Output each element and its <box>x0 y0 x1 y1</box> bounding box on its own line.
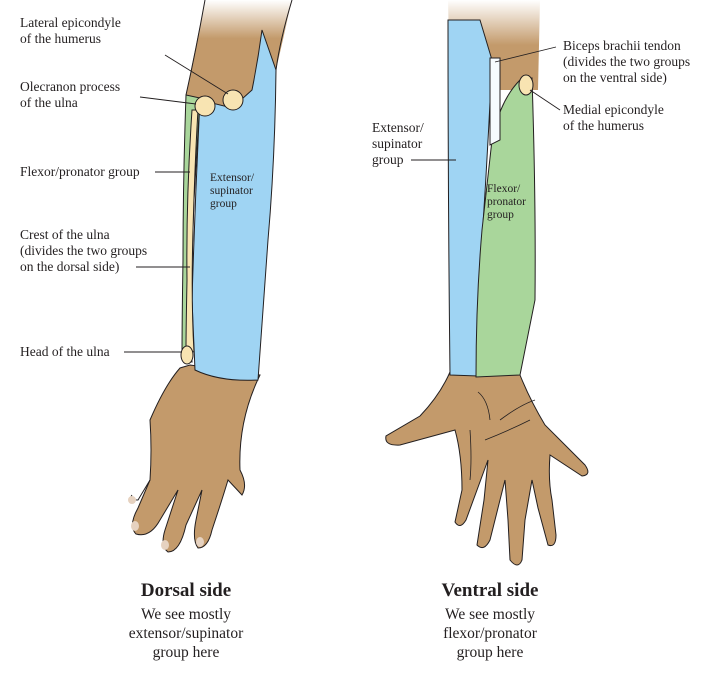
label-medial-epicondyle: Medial epicondyle of the humerus <box>563 102 664 133</box>
olecranon <box>194 95 216 117</box>
label-head-of-ulna: Head of the ulna <box>20 344 110 359</box>
label-lateral-epicondyle: Lateral epicondyle of the humerus <box>20 15 121 46</box>
lateral-epicondyle <box>222 89 244 111</box>
label-flexor-inside: Flexor/ pronator group <box>487 183 526 221</box>
biceps-tendon <box>489 57 501 146</box>
label-extensor-supinator-group: Extensor/ supinator group <box>372 120 424 167</box>
dorsal-subtitle: We see mostly extensor/supinator group h… <box>128 606 244 661</box>
dorsal-hand <box>132 364 261 553</box>
label-crest-of-ulna: Crest of the ulna (divides the two group… <box>20 227 148 274</box>
dorsal-arm <box>128 0 293 553</box>
ventral-subtitle: We see mostly flexor/pronator group here <box>443 606 537 661</box>
ventral-arm <box>385 0 589 566</box>
label-extensor-inside: Extensor/ supinator group <box>210 172 255 210</box>
ventral-flexor-group <box>475 77 536 378</box>
leader-lines <box>124 46 561 353</box>
medial-epicondyle <box>518 74 534 96</box>
ventral-hand <box>385 371 589 566</box>
dorsal-ulna-crest <box>185 109 199 353</box>
label-olecranon: Olecranon process of the ulna <box>20 79 121 110</box>
label-biceps-tendon: Biceps brachii tendon (divides the two g… <box>563 38 691 85</box>
label-flexor-pronator-group: Flexor/pronator group <box>20 164 140 179</box>
dorsal-title: Dorsal side <box>140 580 232 601</box>
ventral-title: Ventral side <box>441 580 539 601</box>
dorsal-ulna-head <box>180 345 194 365</box>
